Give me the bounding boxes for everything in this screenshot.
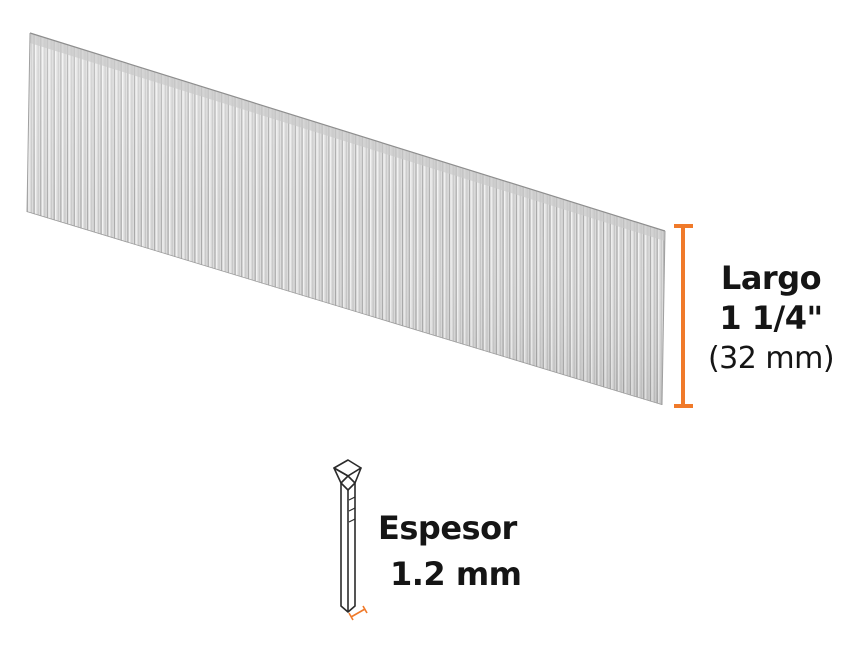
length-label-inches: 1 1/4" bbox=[719, 299, 823, 337]
brad-nail-strip bbox=[26, 32, 666, 406]
single-nail-icon bbox=[333, 459, 362, 613]
length-label-title: Largo bbox=[720, 259, 822, 297]
length-dimension-bracket bbox=[674, 224, 693, 408]
length-label-mm: (32 mm) bbox=[707, 341, 835, 376]
thickness-label-value: 1.2 mm bbox=[390, 555, 522, 593]
thickness-dimension-marker bbox=[348, 605, 368, 621]
thickness-label-title: Espesor bbox=[378, 509, 517, 547]
